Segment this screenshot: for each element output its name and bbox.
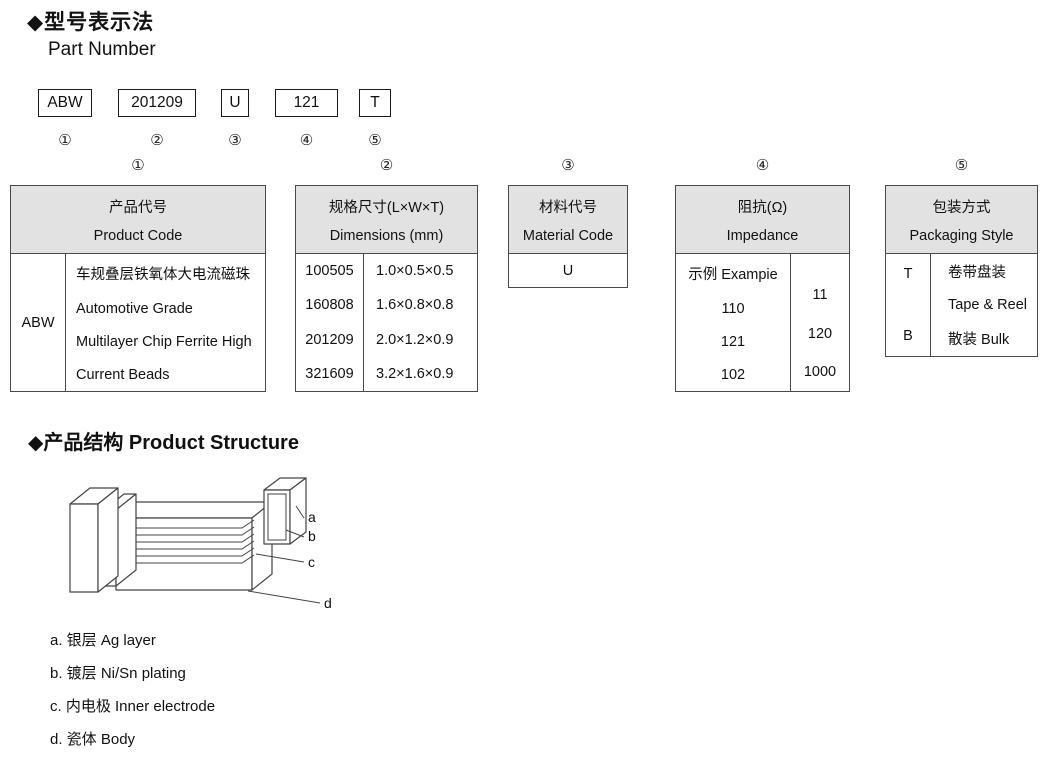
table-product-code-body: ABW 车规叠层铁氧体大电流磁珠 Automotive Grade Multil… — [11, 254, 265, 391]
left-termination-cap — [69, 487, 119, 593]
desc-line: Current Beads — [76, 366, 170, 383]
header-zh: 包装方式 — [932, 199, 991, 216]
legend-item-inner-electrode: c. 内电极 Inner electrode — [50, 698, 216, 715]
packaging-label: Tape & Reel — [948, 296, 1027, 313]
packaging-code-column: T B — [886, 254, 931, 356]
callout-b-label: b — [308, 528, 316, 544]
legend-item-ag-layer: a. 银层 Ag layer — [50, 632, 156, 649]
part-number-box-dimension: 201209 — [118, 89, 196, 117]
dimension-code: 201209 — [305, 331, 354, 348]
impedance-value: 120 — [807, 325, 833, 342]
impedance-value: 11 — [812, 287, 828, 304]
header-en: Packaging Style — [909, 227, 1014, 244]
dimension-code: 321609 — [305, 365, 354, 382]
callout-c-label: c — [308, 554, 315, 570]
impedance-code: 121 — [720, 333, 746, 350]
packaging-code: T — [903, 265, 913, 282]
impedance-value-column: 11 120 1000 — [791, 254, 849, 391]
header-zh: 阻抗(Ω) — [737, 199, 788, 216]
table-mark-2: ② — [379, 157, 394, 174]
dimension-size: 3.2×1.6×0.9 — [376, 365, 454, 382]
impedance-code-column: 示例 Exampie 110 121 102 — [676, 254, 791, 391]
dimension-code: 100505 — [305, 263, 354, 280]
table-mark-5: ⑤ — [954, 157, 969, 174]
dimension-size: 2.0×1.2×0.9 — [376, 331, 454, 348]
table-mark-1: ① — [131, 157, 145, 174]
dimension-size: 1.6×0.8×0.8 — [376, 297, 454, 314]
callout-a-label: a — [308, 509, 316, 525]
right-termination-slab — [263, 477, 307, 545]
dimension-code-column: 100505 160808 201209 321609 — [296, 254, 364, 391]
table-dimensions-header: 规格尺寸(L×W×T) Dimensions (mm) — [296, 186, 477, 254]
desc-line: Automotive Grade — [76, 300, 193, 317]
table-impedance-header: 阻抗(Ω) Impedance — [676, 186, 849, 254]
part-number-box-packaging: T — [359, 89, 391, 117]
legend-item-plating: b. 镀层 Ni/Sn plating — [50, 665, 186, 682]
packaging-label: 散装 Bulk — [948, 331, 1010, 348]
circled-mark-5: ⑤ — [368, 132, 382, 149]
table-mark-3: ③ — [561, 157, 575, 174]
dimension-size: 1.0×0.5×0.5 — [376, 263, 454, 280]
table-impedance-body: 示例 Exampie 110 121 102 11 120 1000 — [676, 254, 849, 391]
inner-electrode-layers — [124, 519, 255, 564]
header-zh: 产品代号 — [109, 199, 167, 216]
table-packaging-body: T B 卷带盘装 Tape & Reel 散装 Bulk — [886, 254, 1037, 356]
circled-mark-2: ② — [150, 132, 164, 149]
table-product-code: 产品代号 Product Code ABW 车规叠层铁氧体大电流磁珠 Autom… — [10, 185, 266, 392]
circled-mark-1: ① — [58, 132, 72, 149]
packaging-label: 卷带盘装 — [948, 265, 1006, 282]
table-product-code-header: 产品代号 Product Code — [11, 186, 265, 254]
callout-d-label: d — [324, 595, 332, 611]
part-number-section-title-en: Part Number — [48, 39, 156, 60]
desc-line: 车规叠层铁氧体大电流磁珠 — [76, 266, 250, 283]
dimension-size-column: 1.0×0.5×0.5 1.6×0.8×0.8 2.0×1.2×0.9 3.2×… — [364, 254, 477, 391]
header-en: Impedance — [726, 227, 799, 244]
header-zh: 规格尺寸(L×W×T) — [328, 199, 445, 216]
impedance-code: 102 — [720, 366, 746, 383]
callout-leader-lines — [247, 505, 321, 604]
material-code-value: U — [562, 262, 574, 279]
ceramic-body — [115, 501, 273, 591]
product-structure-title: ◆产品结构 Product Structure — [28, 432, 299, 454]
packaging-code: B — [903, 328, 913, 345]
circled-mark-3: ③ — [228, 132, 242, 149]
legend-item-body: d. 瓷体 Body — [50, 731, 136, 748]
desc-line: Multilayer Chip Ferrite High — [76, 333, 252, 350]
header-en: Product Code — [93, 227, 183, 244]
part-number-box-series: ABW — [38, 89, 92, 117]
table-dimensions-body: 100505 160808 201209 321609 1.0×0.5×0.5 … — [296, 254, 477, 391]
table-material-header: 材料代号 Material Code — [509, 186, 627, 254]
table-material-body: U — [509, 254, 627, 287]
dimension-code: 160808 — [305, 297, 354, 314]
table-packaging-header: 包装方式 Packaging Style — [886, 186, 1037, 254]
part-number-box-impedance: 121 — [275, 89, 338, 117]
structure-legend: a. 银层 Ag layer b. 镀层 Ni/Sn plating c. 内电… — [50, 630, 215, 762]
packaging-label-column: 卷带盘装 Tape & Reel 散装 Bulk — [931, 254, 1037, 356]
header-zh: 材料代号 — [539, 199, 597, 216]
product-structure-diagram: a b c d — [69, 477, 332, 611]
header-en: Dimensions (mm) — [329, 227, 444, 244]
product-code-value: ABW — [11, 254, 66, 391]
impedance-value: 1000 — [803, 363, 837, 380]
part-number-box-material: U — [221, 89, 249, 117]
table-mark-4: ④ — [755, 157, 770, 174]
header-en: Material Code — [522, 227, 614, 244]
circled-mark-4: ④ — [299, 132, 314, 149]
impedance-code: 110 — [721, 300, 745, 317]
table-material-code: 材料代号 Material Code U — [508, 185, 628, 288]
right-slab-inner-outline — [267, 493, 287, 541]
table-impedance: 阻抗(Ω) Impedance 示例 Exampie 110 121 102 1… — [675, 185, 850, 392]
table-packaging: 包装方式 Packaging Style T B 卷带盘装 Tape & Ree… — [885, 185, 1038, 357]
table-dimensions: 规格尺寸(L×W×T) Dimensions (mm) 100505 16080… — [295, 185, 478, 392]
part-number-section-title-zh: ◆型号表示法 — [27, 11, 155, 34]
impedance-example-label: 示例 Exampie — [688, 266, 778, 283]
product-code-description: 车规叠层铁氧体大电流磁珠 Automotive Grade Multilayer… — [66, 254, 265, 391]
